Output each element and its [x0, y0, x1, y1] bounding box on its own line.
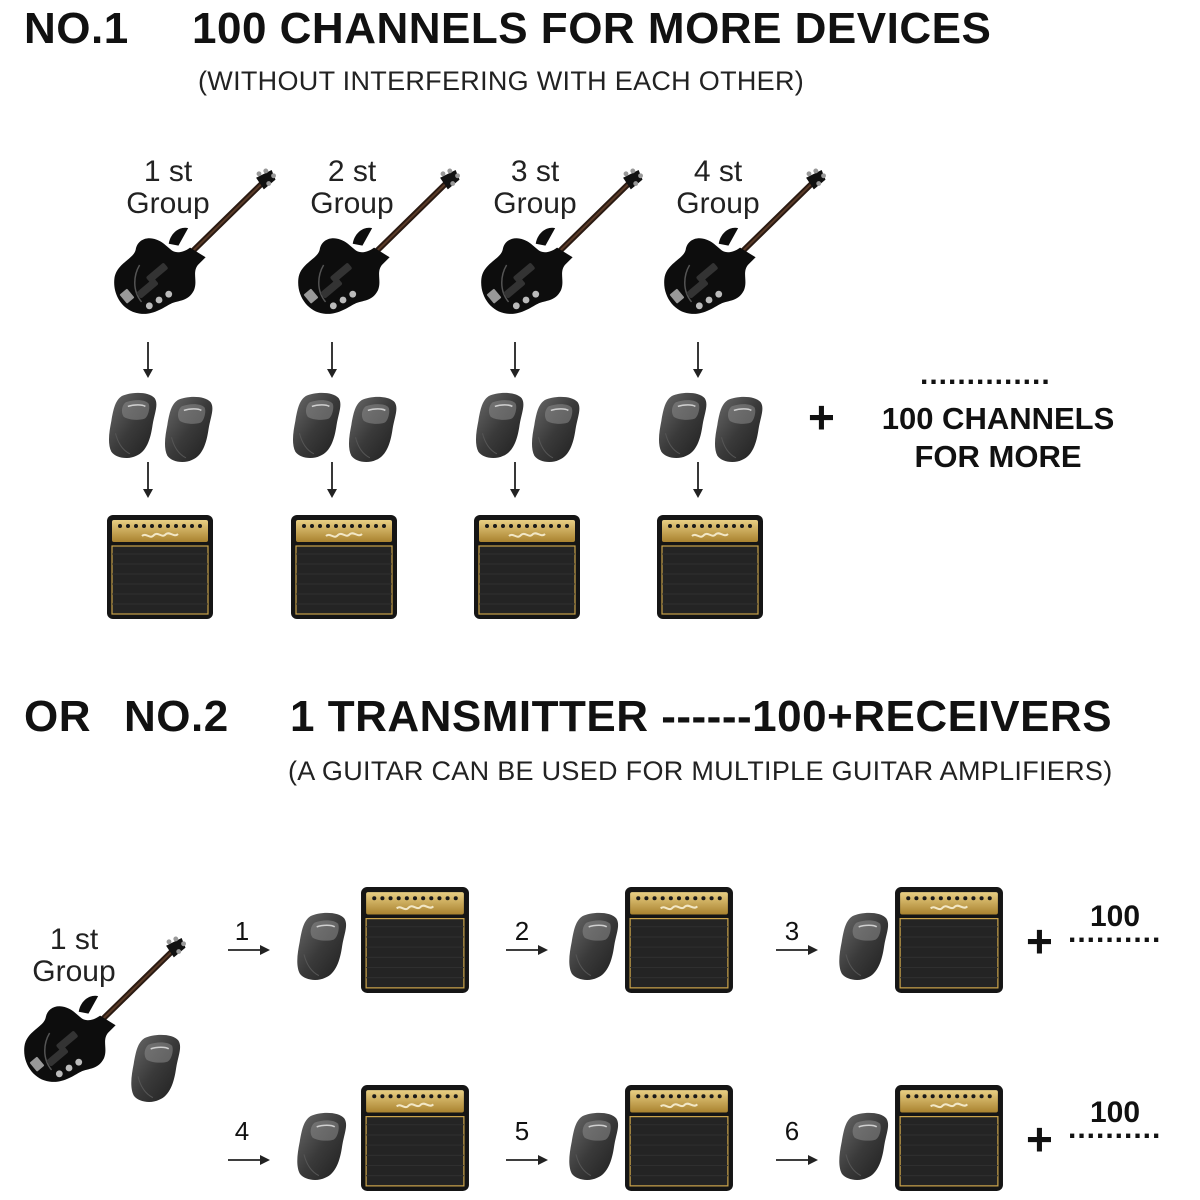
arrow-right-icon	[776, 1154, 818, 1166]
bass-guitar-icon	[108, 168, 278, 333]
wireless-receiver-icon	[566, 1112, 622, 1182]
arrow-right-icon	[506, 1154, 548, 1166]
wireless-receiver-icon	[529, 396, 583, 464]
section2-or: OR	[24, 692, 91, 741]
guitar-amplifier-icon	[624, 886, 734, 994]
group-word: Group	[310, 187, 394, 220]
section1-subtitle: (WITHOUT INTERFERING WITH EACH OTHER)	[198, 66, 805, 96]
guitar-amplifier-icon	[894, 1084, 1004, 1192]
section2-subtitle: (A GUITAR CAN BE USED FOR MULTIPLE GUITA…	[288, 756, 1113, 786]
guitar-amplifier-icon	[360, 886, 470, 994]
guitar-amplifier-icon	[894, 886, 1004, 994]
wireless-receiver-icon	[162, 396, 216, 464]
arrow-down-icon	[142, 462, 154, 498]
arrow-right-icon	[776, 944, 818, 956]
group-label-1: 1 st Group	[98, 156, 238, 220]
group-ordinal: 2 st	[327, 155, 377, 188]
guitar-amplifier-icon	[360, 1084, 470, 1192]
bass-guitar-icon	[475, 168, 645, 333]
hundred-label: 100	[1090, 900, 1141, 933]
more-channels-label: 100 CHANNELS FOR MORE	[868, 400, 1128, 476]
arrow-down-icon	[142, 342, 154, 378]
hundred-label: 100	[1090, 1096, 1141, 1129]
group-ordinal: 1 st	[143, 155, 193, 188]
step-number-2: 2	[514, 916, 530, 946]
wireless-receiver-icon	[712, 396, 766, 464]
group-label-source: 1 st Group	[4, 924, 144, 988]
wireless-receiver-icon	[294, 1112, 350, 1182]
arrow-down-icon	[509, 462, 521, 498]
bass-guitar-icon	[292, 168, 462, 333]
group-word: Group	[32, 955, 116, 988]
section2-title: 1 TRANSMITTER ------100+RECEIVERS	[290, 692, 1113, 741]
guitar-amplifier-icon	[290, 514, 398, 620]
arrow-right-icon	[228, 1154, 270, 1166]
step-number-3: 3	[784, 916, 800, 946]
arrow-right-icon	[228, 944, 270, 956]
wireless-receiver-icon	[836, 912, 892, 982]
plus-sign: +	[1026, 1113, 1053, 1165]
guitar-amplifier-icon	[473, 514, 581, 620]
more-line-2: FOR MORE	[914, 439, 1082, 474]
arrow-down-icon	[692, 462, 704, 498]
group-word: Group	[493, 187, 577, 220]
guitar-amplifier-icon	[106, 514, 214, 620]
arrow-down-icon	[509, 342, 521, 378]
wireless-receiver-icon	[566, 912, 622, 982]
step-number-6: 6	[784, 1116, 800, 1146]
plus-sign: +	[808, 391, 835, 443]
section1-title: 100 CHANNELS FOR MORE DEVICES	[192, 4, 992, 53]
wireless-receiver-icon	[836, 1112, 892, 1182]
arrow-right-icon	[506, 944, 548, 956]
wireless-transmitter-icon	[473, 392, 527, 460]
wireless-transmitter-icon	[128, 1034, 184, 1104]
wireless-receiver-icon	[346, 396, 400, 464]
arrow-down-icon	[326, 462, 338, 498]
bass-guitar-icon	[658, 168, 828, 333]
step-number-5: 5	[514, 1116, 530, 1146]
group-label-4: 4 st Group	[648, 156, 788, 220]
wireless-transmitter-icon	[106, 392, 160, 460]
section1-number: NO.1	[24, 4, 129, 53]
group-label-3: 3 st Group	[465, 156, 605, 220]
guitar-amplifier-icon	[624, 1084, 734, 1192]
step-number-1: 1	[234, 916, 250, 946]
step-number-4: 4	[234, 1116, 250, 1146]
wireless-receiver-icon	[294, 912, 350, 982]
plus-sign: +	[1026, 915, 1053, 967]
arrow-down-icon	[326, 342, 338, 378]
more-dots: ..........	[1068, 916, 1162, 949]
group-label-2: 2 st Group	[282, 156, 422, 220]
section2-number: NO.2	[124, 692, 229, 741]
group-ordinal: 3 st	[510, 155, 560, 188]
arrow-down-icon	[692, 342, 704, 378]
wireless-transmitter-icon	[656, 392, 710, 460]
wireless-transmitter-icon	[290, 392, 344, 460]
group-ordinal: 1 st	[49, 923, 99, 956]
more-dots: ..............	[920, 358, 1051, 391]
group-word: Group	[676, 187, 760, 220]
guitar-amplifier-icon	[656, 514, 764, 620]
more-line-1: 100 CHANNELS	[881, 401, 1115, 436]
group-ordinal: 4 st	[693, 155, 743, 188]
group-word: Group	[126, 187, 210, 220]
more-dots: ..........	[1068, 1112, 1162, 1145]
